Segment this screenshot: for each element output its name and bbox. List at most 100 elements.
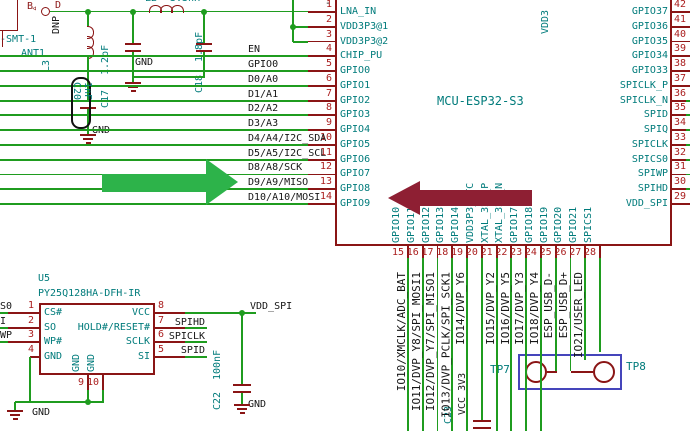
pin-number: 4: [325, 43, 332, 55]
pin-name: GND: [44, 351, 63, 362]
pin-number: 21: [480, 247, 493, 258]
pin-number: 4: [27, 344, 34, 355]
wire: [451, 246, 454, 258]
pin-name: SO: [44, 321, 57, 333]
pin-name: GPIO2: [340, 94, 371, 106]
wire: [308, 158, 335, 161]
flash-part-number: PY25Q128HA-DFH-IR: [38, 288, 141, 299]
wire: [436, 246, 439, 258]
pin-number: 5: [325, 58, 332, 70]
pin-name: GPIO34: [631, 50, 668, 62]
pin-number: 39: [674, 43, 687, 55]
pin-name: GPIO18: [523, 206, 535, 243]
capacitor-c22-value: 100nF: [212, 349, 223, 380]
wire: [672, 188, 690, 191]
pin-name: GPIO33: [631, 65, 668, 77]
pin-number: 16: [406, 247, 419, 258]
pin-number: 40: [674, 28, 687, 40]
pin-number: 8: [325, 102, 332, 114]
pin-name: GPIO21: [568, 206, 580, 243]
wire: [0, 55, 308, 58]
gnd-symbol-bar: [234, 404, 250, 406]
pin-name: SPICLK_N: [619, 94, 668, 106]
inductor-l2-ref: L2: [145, 0, 157, 4]
pin-number: 7: [325, 87, 332, 99]
wire: [185, 312, 256, 314]
net-label-spiclk: SPICLK: [168, 331, 205, 342]
wire: [308, 99, 335, 102]
junction-dot: [85, 399, 91, 405]
antenna-value: R-SMT-1: [0, 34, 37, 45]
pin-number: 33: [674, 131, 687, 143]
wire: [0, 114, 308, 117]
wire: [15, 401, 104, 403]
pin-number: 2: [325, 13, 332, 25]
wire: [554, 246, 557, 258]
wire: [584, 246, 587, 258]
pin-name: GPIO13: [435, 206, 447, 243]
pin-name: GPIO35: [631, 35, 668, 47]
wire: [480, 258, 483, 420]
net-label: IO12/DVP_Y7/SPI_MISO1: [424, 272, 438, 412]
pin-number: 6: [325, 72, 332, 84]
pin-number: 22: [495, 247, 508, 258]
wire: [308, 203, 335, 205]
pin-name: SPIHD: [637, 183, 668, 195]
pin-name: GND: [86, 353, 97, 372]
pin-number: 23: [510, 247, 523, 258]
net-label-fragment-so: I: [0, 316, 7, 327]
flash-ref: U5: [38, 273, 51, 284]
pin-number: 35: [674, 102, 687, 114]
gnd-symbol-bar: [80, 134, 96, 136]
pin-name: GPIO5: [340, 138, 371, 150]
wire: [0, 70, 308, 72]
net-label-fragment-cs: S0: [0, 301, 13, 312]
wire: [672, 114, 690, 117]
wire: [686, 144, 690, 146]
wire: [203, 52, 205, 77]
pin-name: CS#: [44, 307, 63, 318]
wire: [87, 12, 89, 26]
pin-number: 3: [27, 329, 34, 341]
wire: [308, 70, 335, 72]
pin-number: 37: [674, 72, 687, 84]
net-label: IO17/DVP_Y3: [513, 272, 527, 345]
wire: [0, 203, 308, 205]
pin-number: 10: [319, 131, 332, 143]
pin-name: GPIO9: [340, 198, 371, 209]
flash-symbol-body: [39, 303, 155, 375]
testpoint-tp7-pad: [525, 361, 547, 383]
gnd-symbol-bar: [83, 138, 93, 140]
antenna-pin-label: B: [27, 1, 34, 12]
pin-name: VDD3P3@1: [340, 20, 389, 32]
mcu-top-pin-name-fragment: VDD3: [540, 9, 551, 34]
pin-number: 31: [674, 161, 687, 173]
pin-name: SPICS1: [583, 206, 594, 243]
wire: [0, 158, 308, 161]
wire: [102, 390, 104, 402]
pin-number: 8: [158, 300, 165, 311]
testpoint-tp7-label: TP7: [490, 363, 510, 376]
pin-name: VCC: [131, 307, 150, 318]
net-label: D1/A1: [248, 88, 279, 100]
capacitor-c22-ref: C22: [212, 391, 223, 410]
pin-number: 13: [319, 176, 332, 188]
pin-name: LNA_IN: [340, 6, 377, 17]
pin-number: 1: [27, 300, 34, 311]
capacitor-c20-ref: C20: [71, 82, 82, 101]
wire: [525, 246, 528, 258]
net-label: IO10/XMCLK/ADC_BAT: [395, 272, 408, 392]
wire: [133, 76, 205, 78]
wire: [293, 26, 308, 28]
pin-number: 36: [674, 87, 687, 99]
wire: [155, 341, 185, 344]
pin-name: VDD3P3@2: [340, 35, 389, 47]
testpoint-tp8-label: TP8: [626, 360, 646, 373]
testpoint-tp8-pad: [593, 361, 615, 383]
net-label-spid: SPID: [180, 345, 205, 356]
pin-name: GPIO12: [420, 206, 432, 243]
wire: [686, 129, 690, 132]
wire: [241, 393, 243, 404]
wire: [308, 11, 335, 13]
wire: [436, 258, 439, 431]
